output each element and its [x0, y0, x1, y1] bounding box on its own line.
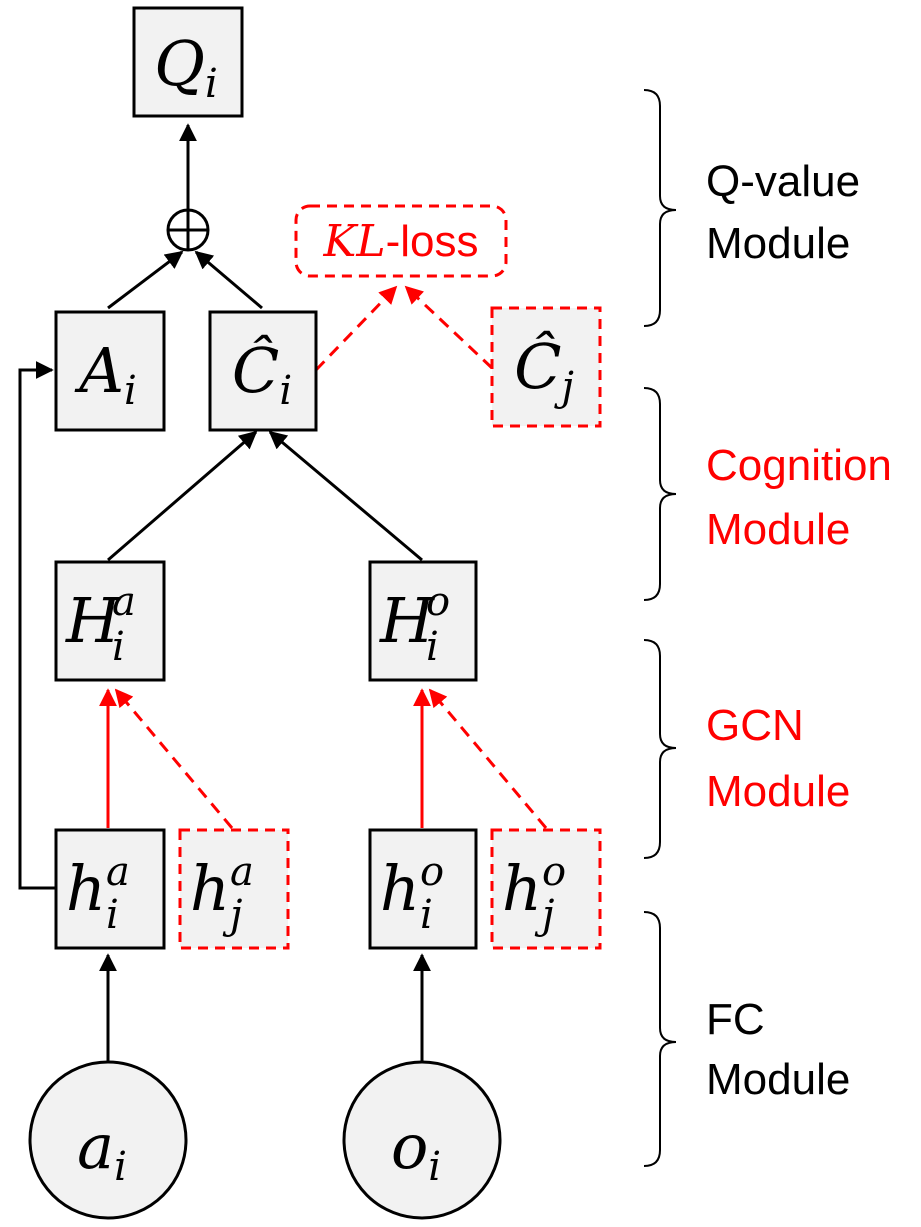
node-h-a-i-sub: i: [106, 892, 119, 938]
oplus-icon: [166, 208, 210, 252]
node-h-o-i: h o i: [368, 828, 478, 950]
arrow-ha-to-c: [107, 430, 258, 562]
arrow-ho-to-c: [268, 430, 423, 562]
node-h-o-i-main: h: [380, 852, 420, 925]
node-o-i: oi: [342, 1060, 502, 1220]
node-h-a-j: h a j: [178, 828, 290, 950]
brace-fc: [643, 911, 677, 1167]
label-fc-line2: Module: [706, 1055, 850, 1104]
kl-loss-rest: -loss: [386, 217, 479, 266]
node-c-hat-j: Ĉj: [490, 306, 602, 428]
svg-text:Ĉi: Ĉi: [232, 334, 292, 414]
node-h-cap-a-i-sub: i: [112, 624, 125, 670]
node-h-cap-a-i-main: H: [65, 584, 122, 657]
node-q-i: Qi: [132, 6, 244, 118]
node-a-cap-i: Ai: [54, 310, 166, 432]
node-h-a-i: h a i: [54, 828, 166, 950]
svg-text:H: H: [65, 584, 122, 657]
node-a-cap-i-main: A: [74, 334, 124, 407]
module-braces: [643, 89, 677, 1167]
node-a-i-main: a: [77, 1110, 114, 1183]
node-q-i-sub: i: [205, 61, 218, 107]
label-gcn-line1: GCN: [706, 701, 804, 750]
node-q-i-main: Q: [154, 27, 205, 100]
svg-text:ai: ai: [77, 1110, 127, 1190]
node-h-a-j-sup: a: [230, 849, 254, 895]
svg-text:KL-loss: KL-loss: [323, 216, 479, 267]
node-h-a-i-main: h: [66, 852, 106, 925]
svg-text:Qi: Qi: [154, 27, 218, 107]
arrow-a-to-oplus: [107, 250, 184, 310]
node-o-i-sub: i: [428, 1144, 441, 1190]
node-h-o-i-sup: o: [420, 849, 444, 895]
label-gcn-line2: Module: [706, 767, 850, 816]
arrow-skip-ha-to-a: [18, 361, 56, 890]
node-h-o-j-main: h: [502, 852, 542, 925]
module-labels: Q-value Module Cognition Module GCN Modu…: [706, 157, 892, 1104]
node-h-o-j-sup: o: [542, 849, 566, 895]
label-cognition-line1: Cognition: [706, 441, 892, 490]
node-h-cap-o-i: H o i: [368, 560, 478, 682]
kl-loss-italic: KL: [323, 216, 386, 267]
brace-gcn: [643, 639, 677, 859]
node-h-o-i-sub: i: [420, 892, 433, 938]
node-a-i-sub: i: [114, 1144, 127, 1190]
label-fc-line1: FC: [706, 995, 765, 1044]
connectors: [18, 123, 548, 1062]
node-c-hat-i: Ĉi: [208, 310, 318, 432]
node-h-cap-o-i-sub: i: [426, 624, 439, 670]
node-h-a-j-main: h: [190, 852, 230, 925]
node-h-cap-a-i-sup: a: [112, 579, 136, 625]
node-h-a-i-sup: a: [106, 849, 130, 895]
brace-cognition: [643, 387, 677, 601]
svg-text:h: h: [380, 852, 420, 925]
node-h-o-j: h o j: [490, 828, 602, 950]
label-q-value-line1: Q-value: [706, 157, 860, 206]
node-o-i-main: o: [391, 1110, 428, 1183]
arrow-c-to-oplus: [194, 250, 263, 310]
node-c-hat-j-main: Ĉ: [514, 330, 561, 403]
label-q-value-line2: Module: [706, 219, 850, 268]
node-h-cap-o-i-sup: o: [426, 579, 450, 625]
arrow-gcn-haj-dashed: [114, 688, 234, 829]
node-c-hat-i-sub: i: [279, 368, 292, 414]
node-h-cap-a-i: H a i: [54, 560, 166, 682]
arrow-kl-ci: [314, 285, 398, 372]
svg-text:h: h: [502, 852, 542, 925]
label-cognition-line2: Module: [706, 505, 850, 554]
kl-loss-box: KL-loss: [294, 204, 508, 278]
node-a-cap-i-sub: i: [124, 368, 137, 414]
svg-text:h: h: [66, 852, 106, 925]
node-c-hat-i-main: Ĉ: [232, 334, 279, 407]
arrow-kl-cj: [404, 285, 494, 370]
arrow-gcn-hoj-dashed: [428, 688, 548, 829]
svg-text:Ai: Ai: [74, 334, 137, 414]
brace-q-value: [643, 89, 677, 327]
node-a-i: ai: [28, 1060, 188, 1220]
svg-text:h: h: [190, 852, 230, 925]
node-h-cap-o-i-main: H: [379, 584, 436, 657]
svg-text:oi: oi: [391, 1110, 441, 1190]
svg-text:H: H: [379, 584, 436, 657]
svg-text:Ĉj: Ĉj: [514, 330, 574, 410]
